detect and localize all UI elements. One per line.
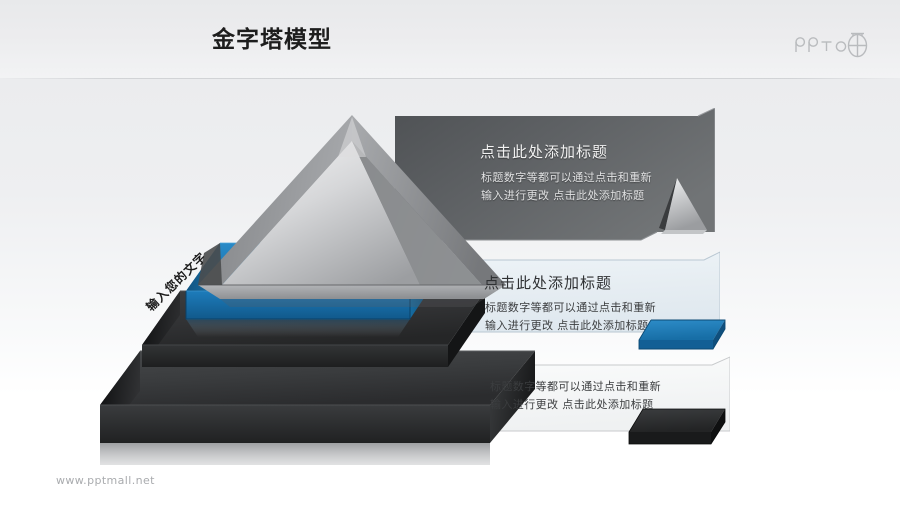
- level-panel-top[interactable]: 点击此处添加标题 标题数字等都可以通过点击和重新 输入进行更改 点击此处添加标题: [395, 108, 715, 253]
- footer-url: www.pptmall.net: [56, 474, 155, 487]
- page-title: 金字塔模型: [212, 27, 332, 53]
- level-line2-middle: 输入进行更改 点击此处添加标题: [485, 319, 649, 332]
- level-title-middle: 点击此处添加标题: [484, 274, 613, 292]
- pptmall-logo: [793, 30, 875, 62]
- blue-slab-icon: [637, 316, 729, 358]
- level-line2-bottom: 输入进行更改 点击此处添加标题: [490, 398, 654, 411]
- header-band: [0, 0, 900, 78]
- dark-slab-icon: [625, 406, 731, 458]
- pyramid-graphic: [80, 95, 600, 465]
- level-line1-middle: 标题数字等都可以通过点击和重新: [485, 301, 656, 314]
- level-line2-top: 输入进行更改 点击此处添加标题: [481, 189, 645, 202]
- header-divider: [0, 78, 900, 79]
- level-title-top: 点击此处添加标题: [480, 143, 609, 161]
- level-line1-bottom: 标题数字等都可以通过点击和重新: [490, 380, 661, 393]
- level-line1-top: 标题数字等都可以通过点击和重新: [481, 171, 652, 184]
- pyramid-apex-icon: [645, 172, 725, 237]
